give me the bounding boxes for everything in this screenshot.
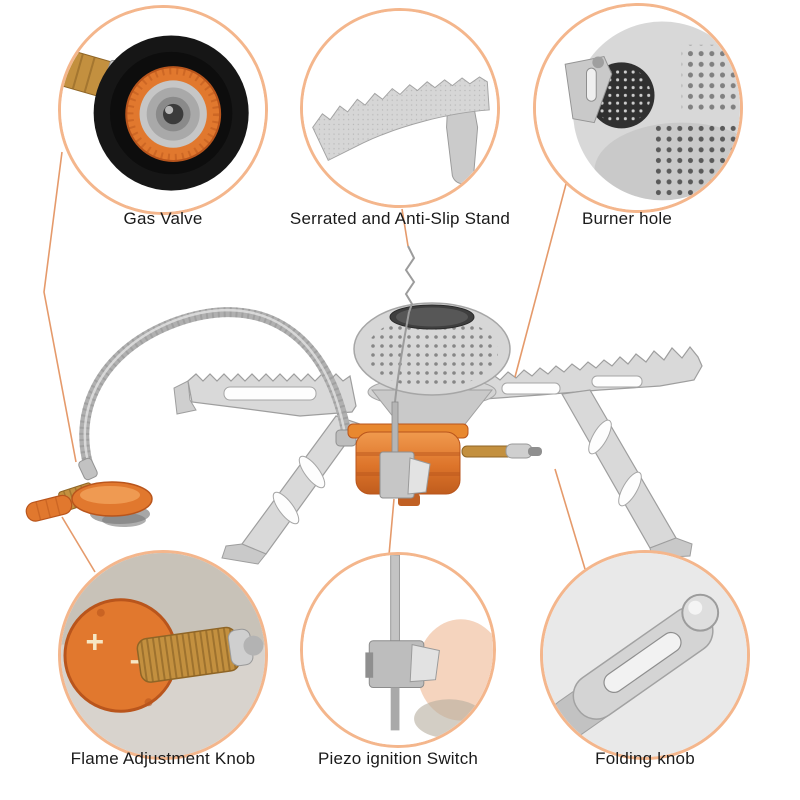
label-folding-knob: Folding knob [595,749,695,768]
burner-hole-icon [536,6,740,210]
folding-knob-icon [543,553,747,757]
callout-piezo-ignition-switch [300,552,496,748]
leader-lines [43,151,586,573]
piezo-ignition-switch-icon [303,555,493,745]
flame-adjustment-knob-icon: + − [61,553,265,757]
serrated-stand-icon [303,11,497,205]
stove-hose [78,307,357,481]
label-serrated-stand: Serrated and Anti-Slip Stand [289,209,511,228]
callout-flame-adjustment-knob: + − [58,550,268,760]
stove-piezo-igniter [379,245,431,499]
stove-right-arm [467,346,703,401]
label-burner-hole: Burner hole [581,209,673,228]
callout-burner-hole [533,3,743,213]
label-gas-valve: Gas Valve [123,209,203,228]
callout-gas-valve [58,5,268,215]
callout-serrated-stand [300,8,500,208]
stove-front-leg [221,415,361,565]
leader-flame-knob [61,516,96,573]
callout-folding-knob [540,550,750,760]
plus-mark: + [86,624,105,660]
leader-gas-valve [43,151,77,463]
stove-gas-valve-assembly [25,481,153,527]
stove-illustration [25,245,703,565]
stove-burner-head [353,302,511,429]
stove-right-leg [561,389,693,559]
flame-wire-handle [25,494,73,522]
leader-serrated-stand [401,208,409,247]
stove-left-arm [173,373,357,417]
label-flame-adjustment-knob: Flame Adjustment Knob [70,749,256,768]
leader-burner-hole [514,183,567,378]
leader-piezo [388,498,395,556]
leader-folding-knob [554,468,586,570]
stove-brass-rod [461,443,542,459]
gas-valve-icon [61,8,265,212]
label-piezo-ignition-switch: Piezo ignition Switch [317,749,479,768]
